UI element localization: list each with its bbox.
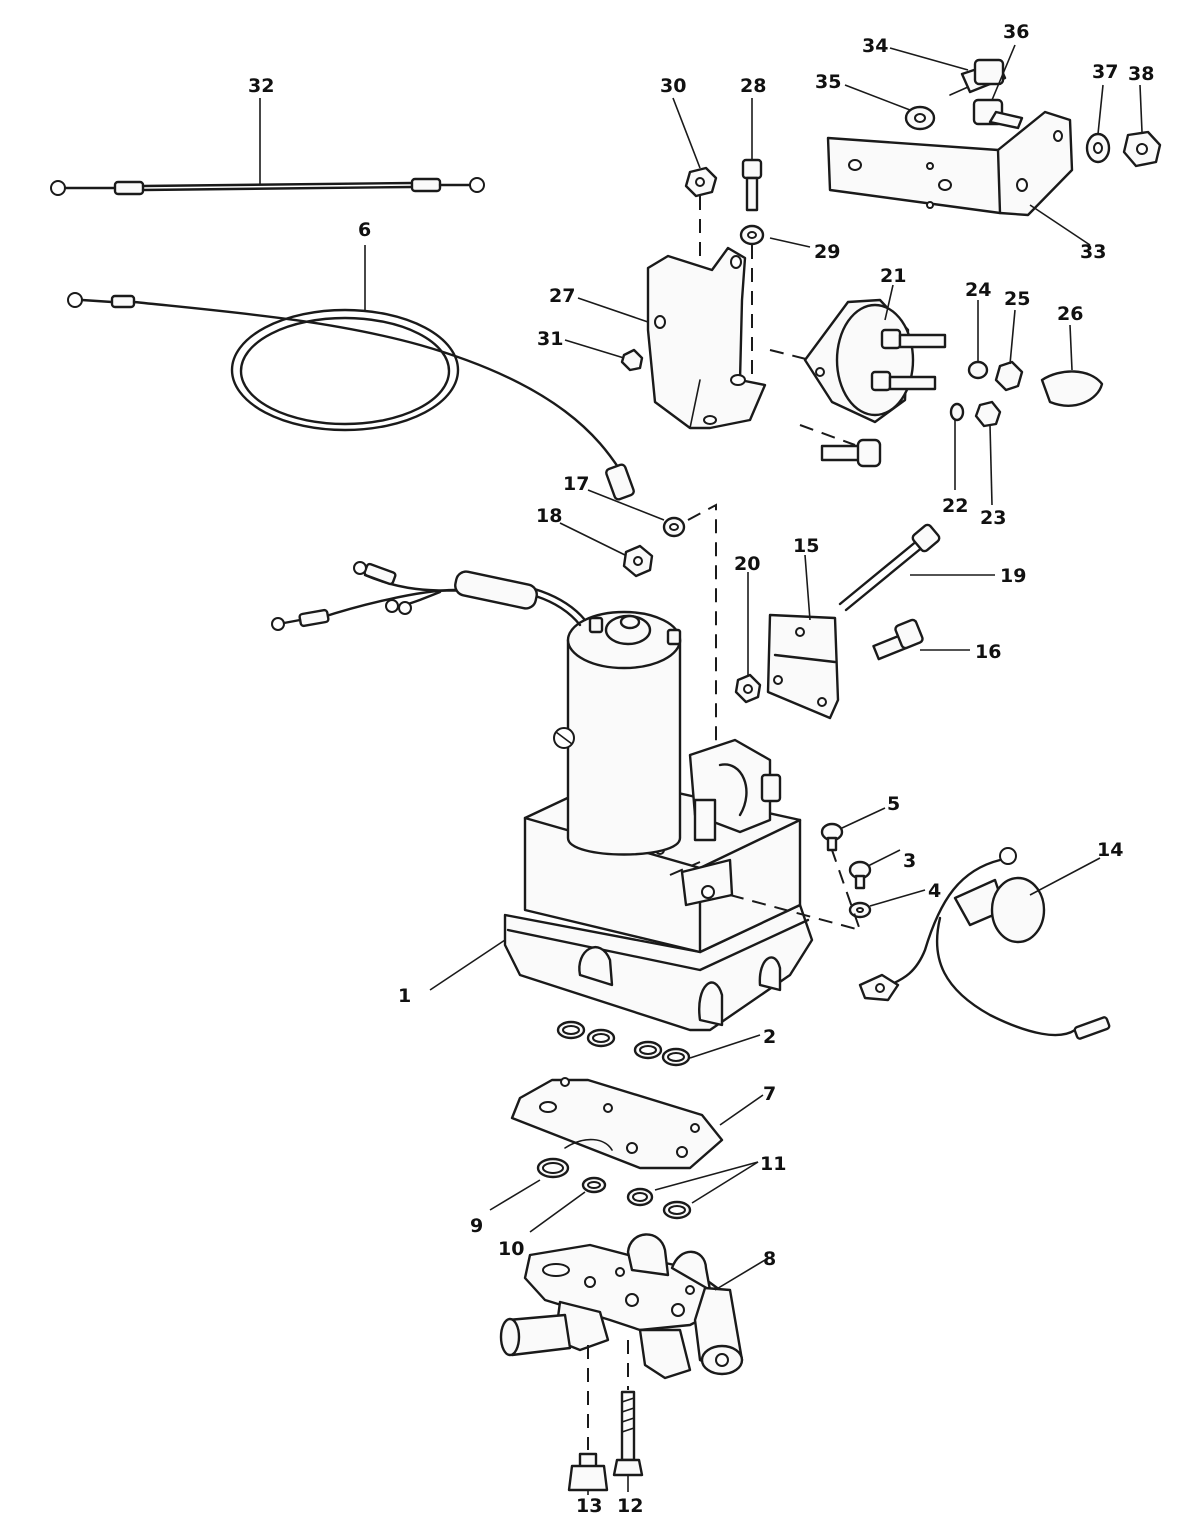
callout-27: 27	[549, 285, 575, 307]
part-31-nut	[620, 348, 644, 372]
part-38-nut	[1122, 130, 1162, 168]
callout-21: 21	[880, 265, 906, 287]
part-20-nut	[734, 673, 762, 704]
part-5-screw	[820, 822, 844, 852]
callout-10: 10	[498, 1238, 524, 1260]
callout-5: 5	[887, 793, 900, 815]
callout-4: 4	[928, 880, 941, 902]
callout-6: 6	[358, 219, 371, 241]
part-37-lockwasher	[1085, 132, 1111, 164]
callout-9: 9	[470, 1215, 483, 1237]
part-23-nut	[974, 400, 1002, 428]
part-30-nut	[684, 166, 718, 198]
part-15-plate	[766, 613, 840, 720]
part-10-o-ring	[581, 1176, 607, 1194]
callout-32: 32	[248, 75, 274, 97]
part-17-washer	[662, 516, 686, 538]
callout-2: 2	[763, 1026, 776, 1048]
callout-8: 8	[763, 1248, 776, 1270]
callout-labels: 1 2 3 4 5 6 7 8 9 10 11 12 13 14 15 16 1…	[248, 21, 1154, 1517]
callout-26: 26	[1057, 303, 1083, 325]
part-4-washer	[848, 901, 872, 919]
callout-23: 23	[980, 507, 1006, 529]
part-18-nut	[622, 544, 654, 578]
callout-3: 3	[903, 850, 916, 872]
callout-13: 13	[576, 1495, 602, 1517]
part-12-bolt	[612, 1390, 644, 1477]
callout-7: 7	[763, 1083, 776, 1105]
part-8-valve-body	[499, 1233, 744, 1380]
callout-19: 19	[1000, 565, 1026, 587]
callout-29: 29	[814, 241, 840, 263]
part-16-bolt	[872, 618, 924, 661]
part-9-o-ring	[536, 1157, 570, 1179]
part-13-plug	[567, 1452, 609, 1492]
part-3-screw	[848, 860, 872, 890]
part-29-washer	[739, 224, 765, 246]
callout-12: 12	[617, 1495, 643, 1517]
part-7-plate	[510, 1077, 724, 1170]
solenoid-bolt	[820, 438, 882, 468]
leader-lines	[259, 44, 1143, 1495]
callout-17: 17	[563, 473, 589, 495]
callout-14: 14	[1097, 839, 1123, 861]
part-33-bracket	[826, 110, 1074, 217]
guide-line	[769, 349, 811, 361]
callout-25: 25	[1004, 288, 1030, 310]
callout-38: 38	[1128, 63, 1154, 85]
part-32-cable	[50, 177, 485, 196]
part-24-lockwasher	[967, 360, 989, 380]
callout-18: 18	[536, 505, 562, 527]
guide-line	[729, 849, 862, 932]
part-35-washer	[904, 105, 936, 131]
guide-line	[669, 861, 701, 876]
part-26-boot	[1040, 370, 1104, 407]
motor-wire-harness	[271, 561, 587, 631]
callout-33: 33	[1080, 241, 1106, 263]
part-36-bolt	[972, 98, 1024, 130]
part-19-bolt	[838, 523, 941, 612]
part-6-coiled-cable	[67, 292, 635, 501]
callout-1: 1	[398, 985, 411, 1007]
callout-22: 22	[942, 495, 968, 517]
callout-36: 36	[1003, 21, 1029, 43]
guide-line	[687, 503, 717, 760]
callout-28: 28	[740, 75, 766, 97]
part-22-lockwasher	[949, 402, 965, 422]
part-14-switch	[858, 847, 1111, 1040]
part-25-nut	[994, 360, 1024, 392]
callout-11: 11	[760, 1153, 786, 1175]
callout-15: 15	[793, 535, 819, 557]
callout-35: 35	[815, 71, 841, 93]
guide-line	[799, 424, 856, 446]
callout-34: 34	[862, 35, 888, 57]
part-1-pump-assembly	[503, 610, 814, 1032]
part-21-solenoid	[803, 298, 947, 424]
callout-16: 16	[975, 641, 1001, 663]
callout-31: 31	[537, 328, 563, 350]
callout-37: 37	[1092, 61, 1118, 83]
callout-20: 20	[734, 553, 760, 575]
part-27-bracket	[646, 246, 767, 430]
part-28-screw	[741, 158, 763, 212]
part-2-o-rings	[556, 1020, 691, 1067]
part-11-o-rings	[626, 1187, 692, 1220]
callout-24: 24	[965, 279, 991, 301]
callout-30: 30	[660, 75, 686, 97]
